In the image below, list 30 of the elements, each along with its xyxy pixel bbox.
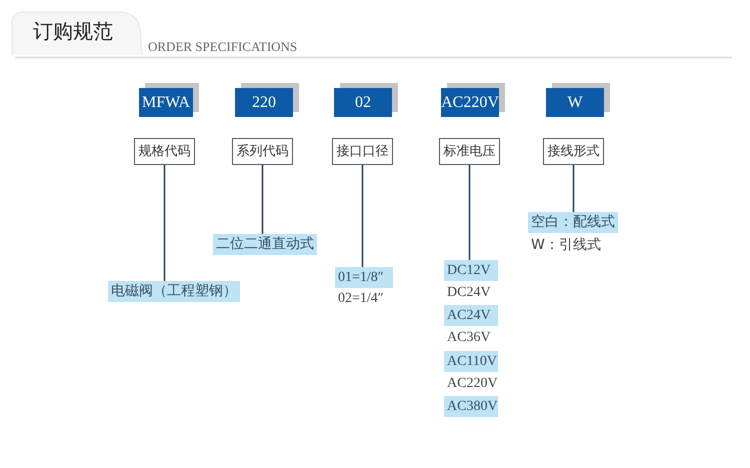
connector-line [468, 165, 470, 260]
option-text: 02=1/4″ [337, 290, 385, 308]
option-band: AC110V [444, 351, 498, 372]
connector-line [572, 165, 574, 212]
field-box: 标准电压 [439, 138, 500, 165]
field-box: 接线形式 [543, 138, 604, 165]
option-band: 电磁阀（工程塑钢） [108, 281, 240, 302]
connector-line [164, 165, 166, 281]
option-text: W：引线式 [530, 236, 602, 255]
option-band: AC380V [444, 396, 498, 417]
connector-line [262, 165, 264, 234]
title: 订购规范 [33, 18, 113, 45]
option-band: 01=1/8″ [335, 267, 393, 288]
option-band: DC12V [444, 260, 498, 281]
option-band: 空白：配线式 [528, 212, 618, 233]
option-text: DC24V [446, 284, 492, 302]
connector-line [362, 165, 364, 267]
field-box: 接口口径 [332, 138, 393, 165]
code-box: 02 [334, 88, 392, 117]
code-box: W [546, 88, 604, 117]
code-box: AC220V [441, 88, 499, 117]
subtitle: ORDER SPECIFICATIONS [148, 39, 298, 55]
option-text: AC220V [446, 375, 499, 393]
code-box: 220 [235, 88, 293, 117]
option-band: AC24V [444, 305, 498, 326]
option-band: 二位二通直动式 [213, 234, 317, 255]
field-box: 系列代码 [232, 138, 293, 165]
code-box: MFWA [139, 88, 193, 117]
field-box: 规格代码 [134, 138, 195, 165]
option-text: AC36V [446, 329, 492, 347]
